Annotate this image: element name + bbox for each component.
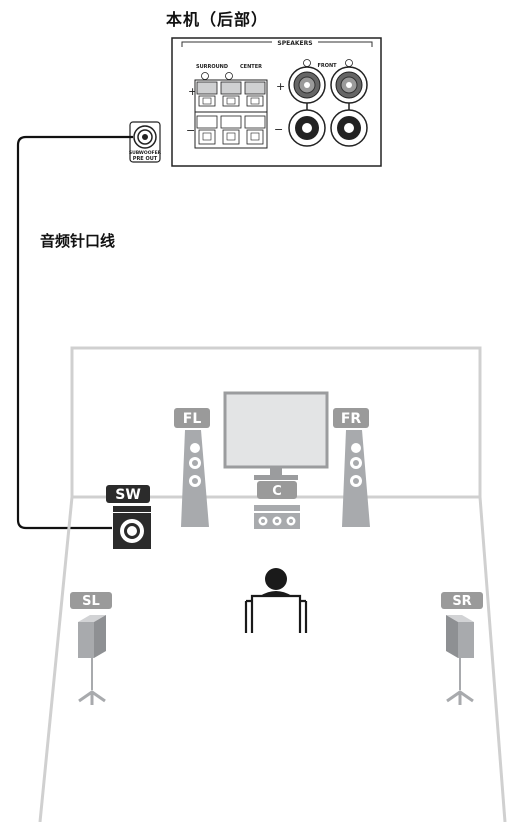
fl-label-box (174, 408, 210, 428)
cable-label: 音频针口线 (40, 232, 116, 250)
speaker-sw: SW (106, 485, 151, 549)
fr-label: FR (341, 411, 362, 427)
speaker-fr: FR (333, 408, 370, 527)
terminal-center-minus (244, 115, 266, 145)
tv (223, 391, 329, 480)
terminal-surround-left-minus (220, 115, 242, 145)
sub-out-label-line2: PRE OUT (133, 156, 158, 162)
c-label-box (257, 481, 297, 499)
terminal-surround-left-plus (220, 81, 242, 107)
terminal-surround-right-minus (196, 115, 218, 145)
spring-terminal-block (194, 79, 268, 149)
c-label: C (272, 484, 282, 499)
plus-sign: + (188, 85, 197, 98)
sub-out-label-line1: SUBWOOFER (129, 150, 162, 156)
subwoofer-pre-out-jack: SUBWOOFER PRE OUT (129, 121, 162, 163)
minus-sign: − (186, 124, 195, 137)
binding-post-fr-plus (288, 66, 326, 104)
center-label: CENTER (240, 64, 262, 70)
binding-post-fr-minus (288, 109, 326, 147)
speaker-fl: FL (174, 408, 210, 527)
fl-label: FL (183, 411, 202, 427)
listener-chair (250, 594, 302, 633)
binding-post-fl-minus (330, 109, 368, 147)
listener (244, 568, 308, 633)
sr-label-box (441, 592, 483, 609)
speakers-bracket (181, 41, 373, 47)
sl-label: SL (82, 594, 100, 609)
listener-head (265, 568, 287, 590)
receiver-rear-panel: SPEAKERS SURROUND CENTER + − (171, 37, 382, 167)
page-title: 本机（后部） (166, 10, 269, 29)
sw-label: SW (115, 487, 141, 503)
sl-label-box (70, 592, 112, 609)
terminal-surround-right-plus (196, 81, 218, 107)
room-right-wall (478, 496, 507, 822)
front-minus-sign: − (274, 123, 283, 136)
speaker-c: C (254, 481, 300, 529)
audio-pin-cable (16, 135, 133, 530)
binding-post-fl-plus (330, 66, 368, 104)
sr-label: SR (452, 594, 471, 609)
terminal-center-plus (244, 81, 266, 107)
room-left-wall (38, 496, 74, 822)
surround-label: SURROUND (196, 64, 228, 70)
sw-label-box (106, 485, 150, 503)
fr-label-box (333, 408, 369, 428)
speakers-label: SPEAKERS (277, 40, 312, 47)
front-plus-sign: + (276, 80, 285, 93)
speaker-sr: SR (441, 592, 483, 705)
room-back-wall (70, 346, 482, 497)
speaker-sl: SL (70, 592, 112, 705)
front-label: FRONT (317, 63, 337, 69)
